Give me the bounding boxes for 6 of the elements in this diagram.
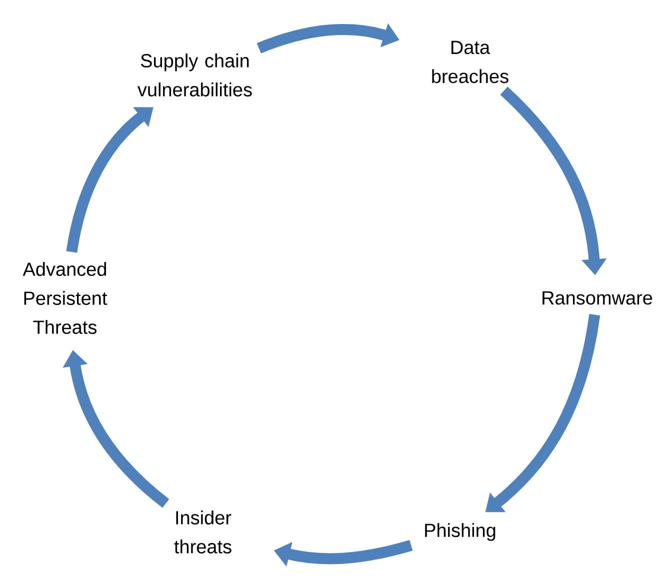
cycle-label: Phishing — [425, 523, 496, 541]
cycle-label: Ransomware — [542, 291, 652, 305]
cycle-label: Advanced Persistent Threats — [22, 262, 108, 334]
cycle-label: Supply chain vulnerabilities — [138, 54, 252, 96]
cycle-label: Data breaches — [432, 40, 508, 84]
cycle-label: Insider threats — [174, 510, 232, 554]
